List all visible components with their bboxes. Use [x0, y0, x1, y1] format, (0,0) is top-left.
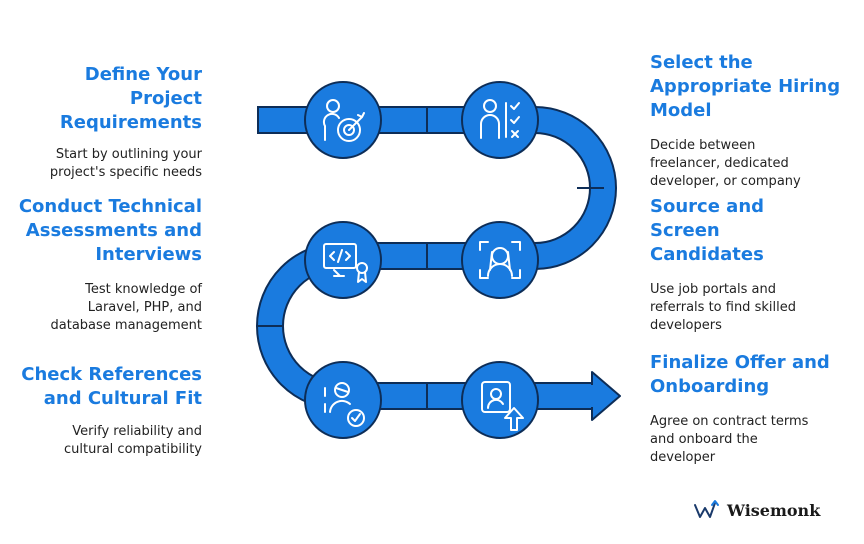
step-node-6: [461, 361, 539, 439]
brand-logo: Wisemonk: [693, 497, 820, 523]
step-6-desc: Agree on contract terms and onboard the …: [650, 414, 809, 465]
step-3-desc: Use job portals and referrals to find sk…: [650, 282, 796, 333]
step-node-5: [304, 361, 382, 439]
step-node-1: [304, 81, 382, 159]
step-4-title: Conduct Technical Assessments and Interv…: [18, 196, 202, 265]
arrow-head-icon: [591, 371, 621, 421]
face-scan-icon: [479, 241, 521, 279]
step-5-desc: Verify reliability and cultural compatib…: [64, 424, 202, 457]
person-checklist-icon: [480, 99, 520, 139]
step-2-desc: Decide between freelancer, dedicated dev…: [650, 138, 801, 189]
target-person-icon: [322, 99, 365, 142]
step-6-title: Finalize Offer and Onboarding: [650, 352, 830, 397]
step-4-desc: Test knowledge of Laravel, PHP, and data…: [50, 282, 203, 333]
wisemonk-logo-icon: [694, 500, 719, 518]
step-2-title: Select the Appropriate Hiring Model: [650, 52, 841, 121]
brand-name: Wisemonk: [727, 500, 821, 520]
step-5-title: Check References and Cultural Fit: [21, 364, 202, 409]
snake-path: [256, 106, 621, 421]
code-certificate-icon: [323, 243, 368, 283]
step-1-desc: Start by outlining your project's specif…: [49, 147, 202, 180]
step-3-title: Source and Screen Candidates: [650, 196, 765, 265]
step-1-title: Define Your Project Requirements: [59, 64, 202, 133]
step-node-4: [304, 221, 382, 299]
step-node-2: [461, 81, 539, 159]
path-fill: [258, 108, 615, 408]
step-node-3: [461, 221, 539, 299]
person-verified-icon: [324, 382, 365, 427]
profile-upload-icon: [481, 381, 524, 431]
